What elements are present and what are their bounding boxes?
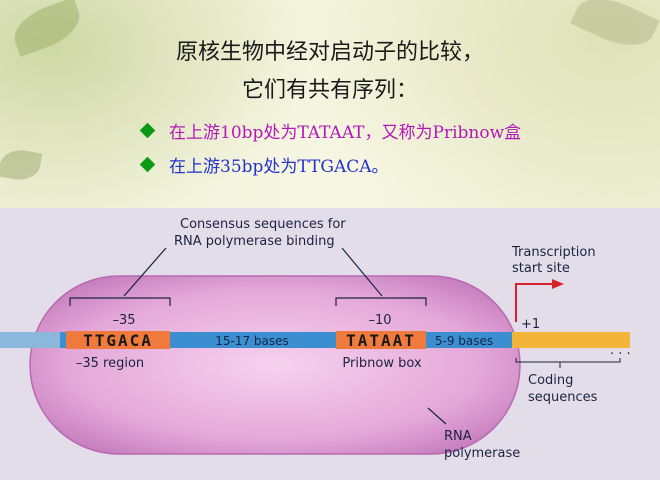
- consensus-pointer-line: [123, 247, 167, 297]
- tss-label-line-2: start site: [512, 261, 570, 276]
- rna-polymerase-label-line-2: polymerase: [444, 446, 520, 461]
- minus10-position-label: –10: [368, 313, 391, 328]
- consensus-label-line-2: RNA polymerase binding: [174, 234, 335, 249]
- minus35-bracket: [69, 297, 171, 306]
- tss-label-line-1: Transcription: [511, 245, 596, 260]
- promoter-diagram: . . . TTGACA TATAAT 15-17 bases 5-9 base…: [0, 208, 660, 480]
- spacer-5-9-label: 5-9 bases: [435, 334, 493, 348]
- minus35-box: [66, 331, 170, 349]
- title-line-1: 原核生物中经对启动子的比较，: [175, 40, 484, 65]
- promoter-diagram-svg: . . . TTGACA TATAAT 15-17 bases 5-9 base…: [0, 217, 631, 461]
- rna-polymerase-shape: [29, 275, 521, 455]
- coding-continuation-dots: . . .: [610, 343, 631, 358]
- diamond-bullet-icon: [139, 156, 156, 173]
- transcription-start-arrow: [515, 283, 552, 322]
- diamond-bullet-icon: [139, 122, 156, 139]
- rna-polymerase-label-line-1: RNA: [444, 429, 472, 444]
- coding-label-line-1: Coding: [528, 373, 573, 388]
- minus10-box: [336, 331, 426, 349]
- pribnow-box-label: Pribnow box: [342, 356, 422, 371]
- dna-strand-left: [0, 332, 60, 348]
- minus35-sequence: TTGACA: [83, 331, 153, 350]
- bullet-text: 在上游10bp处为TATAAT，又称为Pribnow盒: [169, 123, 522, 143]
- coding-label-line-2: sequences: [528, 390, 598, 405]
- minus35-region-label: –35 region: [76, 356, 144, 371]
- consensus-label-line-1: Consensus sequences for: [180, 217, 346, 232]
- bullet-text: 在上游35bp处为TTGACA。: [169, 157, 389, 177]
- bullet-item-2: 在上游35bp处为TTGACA。: [139, 152, 389, 177]
- minus10-bracket: [335, 297, 427, 306]
- minus10-sequence: TATAAT: [346, 331, 416, 350]
- consensus-pointer-line: [341, 247, 383, 297]
- spacer-15-17-label: 15-17 bases: [215, 334, 289, 348]
- bullet-item-1: 在上游10bp处为TATAAT，又称为Pribnow盒: [139, 118, 522, 143]
- minus35-position-label: –35: [112, 313, 135, 328]
- coding-bracket: [515, 358, 621, 363]
- title-line-2: 它们有共有序列：: [241, 78, 418, 103]
- plus1-label: +1: [521, 317, 540, 332]
- coding-sequence-bar: [512, 332, 630, 348]
- arrow-head-icon: [552, 279, 564, 289]
- rna-polymerase-pointer: [427, 407, 447, 425]
